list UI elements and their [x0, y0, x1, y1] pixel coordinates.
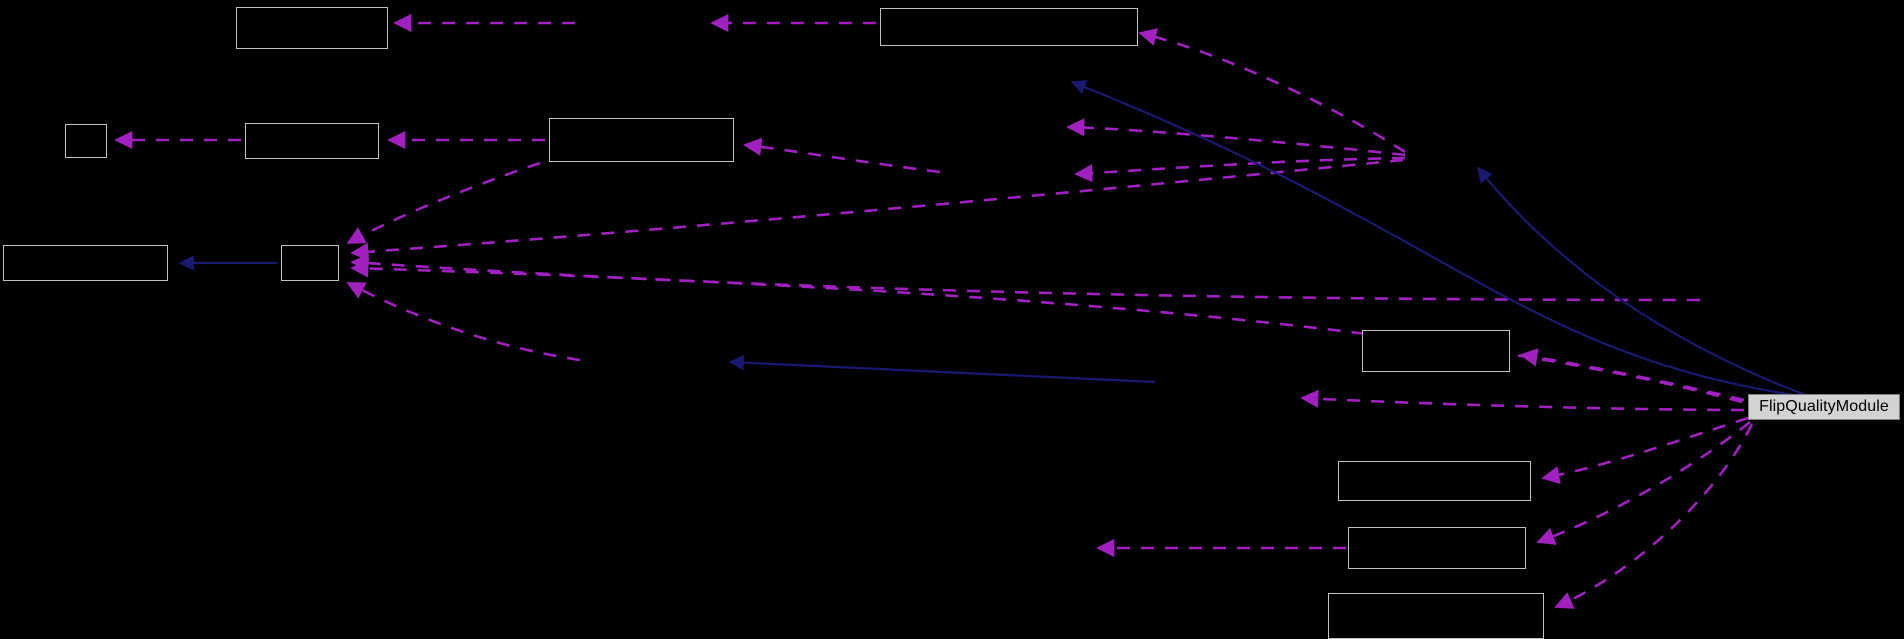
edge-focus-to-n7-lower — [350, 259, 1743, 404]
node-box-n9[interactable] — [1338, 461, 1531, 501]
edge-focus-to-mid-arrow — [1300, 389, 1745, 412]
edge-hub-to-stub-top-a — [1066, 118, 1406, 157]
node-box-n11[interactable] — [1328, 593, 1544, 639]
edge-blue-focus-to-top — [1070, 79, 1829, 402]
edge-n2-curve — [1138, 28, 1406, 154]
node-box-n3[interactable] — [65, 124, 107, 158]
edge-focus-to-n9 — [1541, 416, 1749, 485]
node-box-n1[interactable] — [236, 7, 388, 49]
node-box-flipqualitymodule[interactable]: FlipQualityModule — [1748, 394, 1900, 420]
node-box-n10[interactable] — [1348, 527, 1526, 569]
edge-hub-to-stub-top-b — [1074, 156, 1406, 183]
node-label-flipqualitymodule: FlipQualityModule — [1759, 398, 1889, 415]
edge-focus-to-n8 — [1519, 348, 1745, 402]
dashed-edges-group — [114, 13, 1754, 609]
edge-blue-focus-to-midright — [1477, 166, 1831, 406]
node-box-n4[interactable] — [245, 123, 379, 159]
node-box-n5[interactable] — [549, 118, 734, 162]
edge-hub-to-n7-upper — [350, 158, 1404, 261]
edge-focus-to-n11 — [1554, 423, 1754, 609]
node-box-n7[interactable] — [281, 245, 339, 281]
edge-longmid-to-n7 — [350, 254, 1701, 302]
node-box-n8[interactable] — [1362, 330, 1510, 372]
edge-focus-to-n10 — [1536, 420, 1751, 545]
node-box-n6[interactable] — [3, 245, 168, 281]
solid-edges-group — [178, 79, 1831, 406]
edge-blue-mid-horizontal — [728, 354, 1156, 384]
edge-lowsweep-to-n7 — [346, 281, 581, 362]
node-box-n2[interactable] — [880, 8, 1138, 46]
edge-n5-to-n7 — [346, 161, 541, 245]
edge-n5-incoming — [743, 137, 941, 174]
